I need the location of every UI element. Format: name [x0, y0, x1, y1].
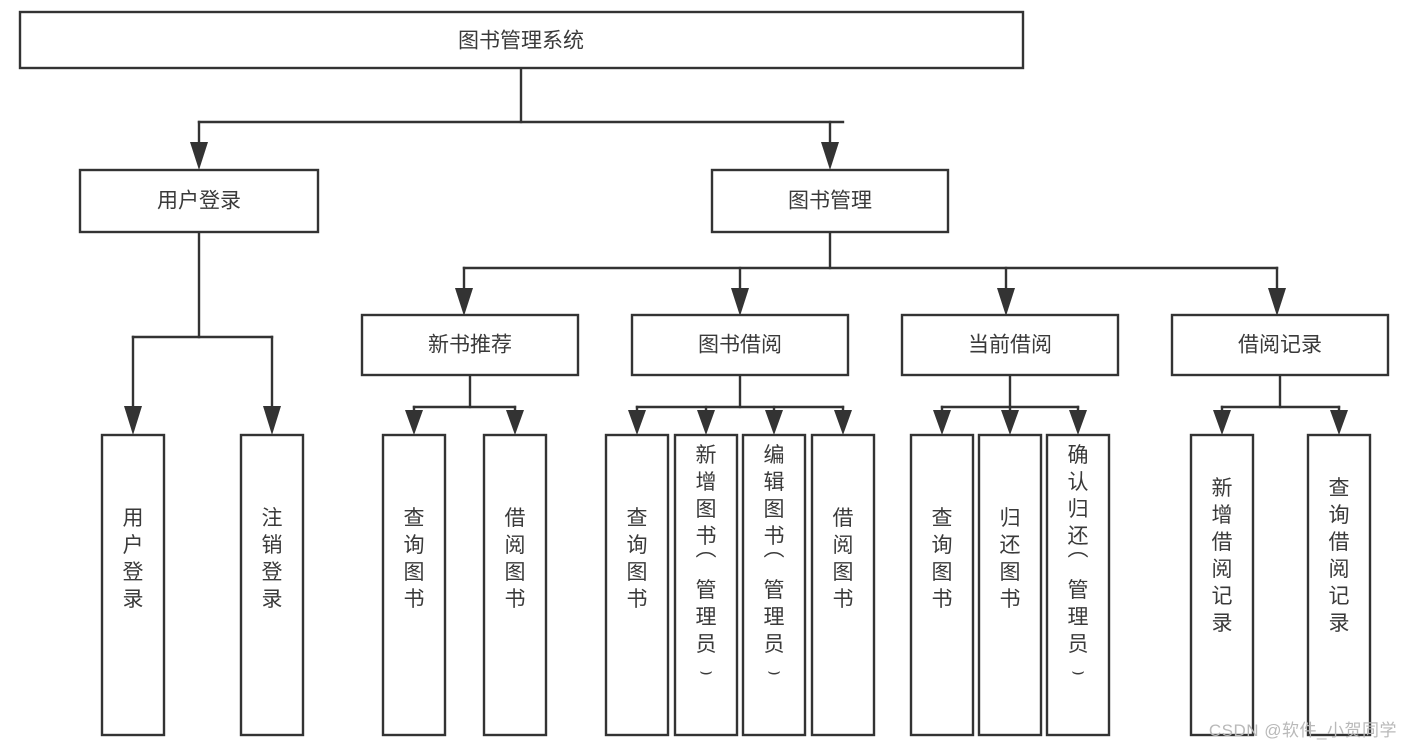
node-leaf-borrow-book-bb-box[interactable]: [810, 433, 876, 737]
node-borrow-record-box[interactable]: [1170, 313, 1390, 377]
arrow-head-user-login: [190, 142, 208, 170]
node-new-book-recommend-label: 新书推荐: [428, 334, 512, 357]
node-leaf-query-book-bb-label: 查询图书: [627, 507, 648, 611]
arrow-head-leaf-query-book-cb: [933, 410, 951, 435]
node-current-borrow-box[interactable]: [900, 313, 1120, 377]
node-book-borrow-box[interactable]: [630, 313, 850, 377]
node-user-login-box[interactable]: [78, 168, 320, 234]
node-leaf-query-book-bb-box[interactable]: [604, 433, 670, 737]
node-leaf-query-book-cb-box[interactable]: [909, 433, 975, 737]
node-leaf-add-record-label: 新增借阅记录: [1212, 477, 1233, 635]
node-current-borrow-label: 当前借阅: [968, 334, 1052, 357]
node-leaf-query-book-rec-label: 查询图书: [404, 507, 425, 611]
node-leaf-user-login[interactable]: 用户登录: [100, 433, 166, 737]
node-leaf-borrow-book-rec-box[interactable]: [482, 433, 548, 737]
node-leaf-add-record-box[interactable]: [1189, 433, 1255, 737]
arrow-head-book-management: [821, 142, 839, 170]
arrow-head-leaf-return-book: [1001, 410, 1019, 435]
arrow-head-new-book-recommend: [455, 288, 473, 316]
node-leaf-query-book-bb[interactable]: 查询图书: [604, 433, 670, 737]
node-root[interactable]: 图书管理系统: [18, 10, 1025, 70]
node-new-book-recommend-box[interactable]: [360, 313, 580, 377]
node-leaf-query-record[interactable]: 查询借阅记录: [1306, 433, 1372, 737]
node-leaf-query-book-rec[interactable]: 查询图书: [381, 433, 447, 737]
node-book-management[interactable]: 图书管理: [710, 168, 950, 234]
arrow-head-borrow-record: [1268, 288, 1286, 316]
node-current-borrow[interactable]: 当前借阅: [900, 313, 1120, 377]
node-book-borrow[interactable]: 图书借阅: [630, 313, 850, 377]
node-leaf-return-book[interactable]: 归还图书: [977, 433, 1043, 737]
arrow-head-book-borrow: [731, 288, 749, 316]
node-borrow-record[interactable]: 借阅记录: [1170, 313, 1390, 377]
node-leaf-user-logout[interactable]: 注销登录: [239, 433, 305, 737]
node-leaf-query-book-cb-label: 查询图书: [932, 507, 953, 611]
node-leaf-confirm-return[interactable]: 确认归还⌒管理员⌣: [1045, 433, 1111, 737]
node-leaf-borrow-book-rec[interactable]: 借阅图书: [482, 433, 548, 737]
arrow-head-leaf-query-record: [1330, 410, 1348, 435]
node-book-borrow-label: 图书借阅: [698, 334, 782, 357]
node-leaf-user-login-label: 用户登录: [123, 507, 144, 611]
arrow-head-current-borrow: [997, 288, 1015, 316]
node-book-management-box[interactable]: [710, 168, 950, 234]
node-user-login-label: 用户登录: [157, 190, 241, 213]
node-book-management-label: 图书管理: [788, 190, 872, 213]
node-leaf-edit-book-box[interactable]: [741, 433, 807, 737]
arrow-head-leaf-borrow-book-bb: [834, 410, 852, 435]
arrow-head-leaf-query-book-bb: [628, 410, 646, 435]
arrow-head-leaf-edit-book: [765, 410, 783, 435]
arrow-head-leaf-borrow-book-rec: [506, 410, 524, 435]
node-leaf-confirm-return-label: 确认归还⌒管理员⌣: [1068, 444, 1089, 683]
node-leaf-user-logout-box[interactable]: [239, 433, 305, 737]
node-new-book-recommend[interactable]: 新书推荐: [360, 313, 580, 377]
arrow-head-leaf-user-login: [124, 406, 142, 435]
node-leaf-user-logout-label: 注销登录: [262, 507, 283, 611]
node-leaf-add-book-label: 新增图书⌒管理员⌣: [696, 444, 717, 683]
node-leaf-query-book-rec-box[interactable]: [381, 433, 447, 737]
node-borrow-record-label: 借阅记录: [1238, 334, 1322, 357]
node-leaf-borrow-book-bb[interactable]: 借阅图书: [810, 433, 876, 737]
node-leaf-confirm-return-box[interactable]: [1045, 433, 1111, 737]
node-leaf-borrow-book-bb-label: 借阅图书: [833, 507, 854, 611]
node-leaf-return-book-label: 归还图书: [1000, 507, 1021, 611]
node-leaf-edit-book[interactable]: 编辑图书⌒管理员⌣: [741, 433, 807, 737]
node-leaf-user-login-box[interactable]: [100, 433, 166, 737]
node-leaf-borrow-book-rec-label: 借阅图书: [505, 507, 526, 611]
node-user-login[interactable]: 用户登录: [78, 168, 320, 234]
connector-layer: [124, 66, 1348, 435]
arrow-head-leaf-user-logout: [263, 406, 281, 435]
node-leaf-edit-book-label: 编辑图书⌒管理员⌣: [764, 444, 785, 683]
node-leaf-query-book-cb[interactable]: 查询图书: [909, 433, 975, 737]
node-leaf-query-record-box[interactable]: [1306, 433, 1372, 737]
node-root-box[interactable]: [18, 10, 1025, 70]
arrow-head-leaf-add-book: [697, 410, 715, 435]
node-leaf-add-record[interactable]: 新增借阅记录: [1189, 433, 1255, 737]
node-leaf-add-book-box[interactable]: [673, 433, 739, 737]
arrow-head-leaf-confirm-return: [1069, 410, 1087, 435]
arrow-head-leaf-query-book-rec: [405, 410, 423, 435]
arrow-head-leaf-add-record: [1213, 410, 1231, 435]
node-leaf-return-book-box[interactable]: [977, 433, 1043, 737]
node-leaf-add-book[interactable]: 新增图书⌒管理员⌣: [673, 433, 739, 737]
node-leaf-query-record-label: 查询借阅记录: [1329, 477, 1350, 635]
node-root-label: 图书管理系统: [458, 30, 584, 53]
